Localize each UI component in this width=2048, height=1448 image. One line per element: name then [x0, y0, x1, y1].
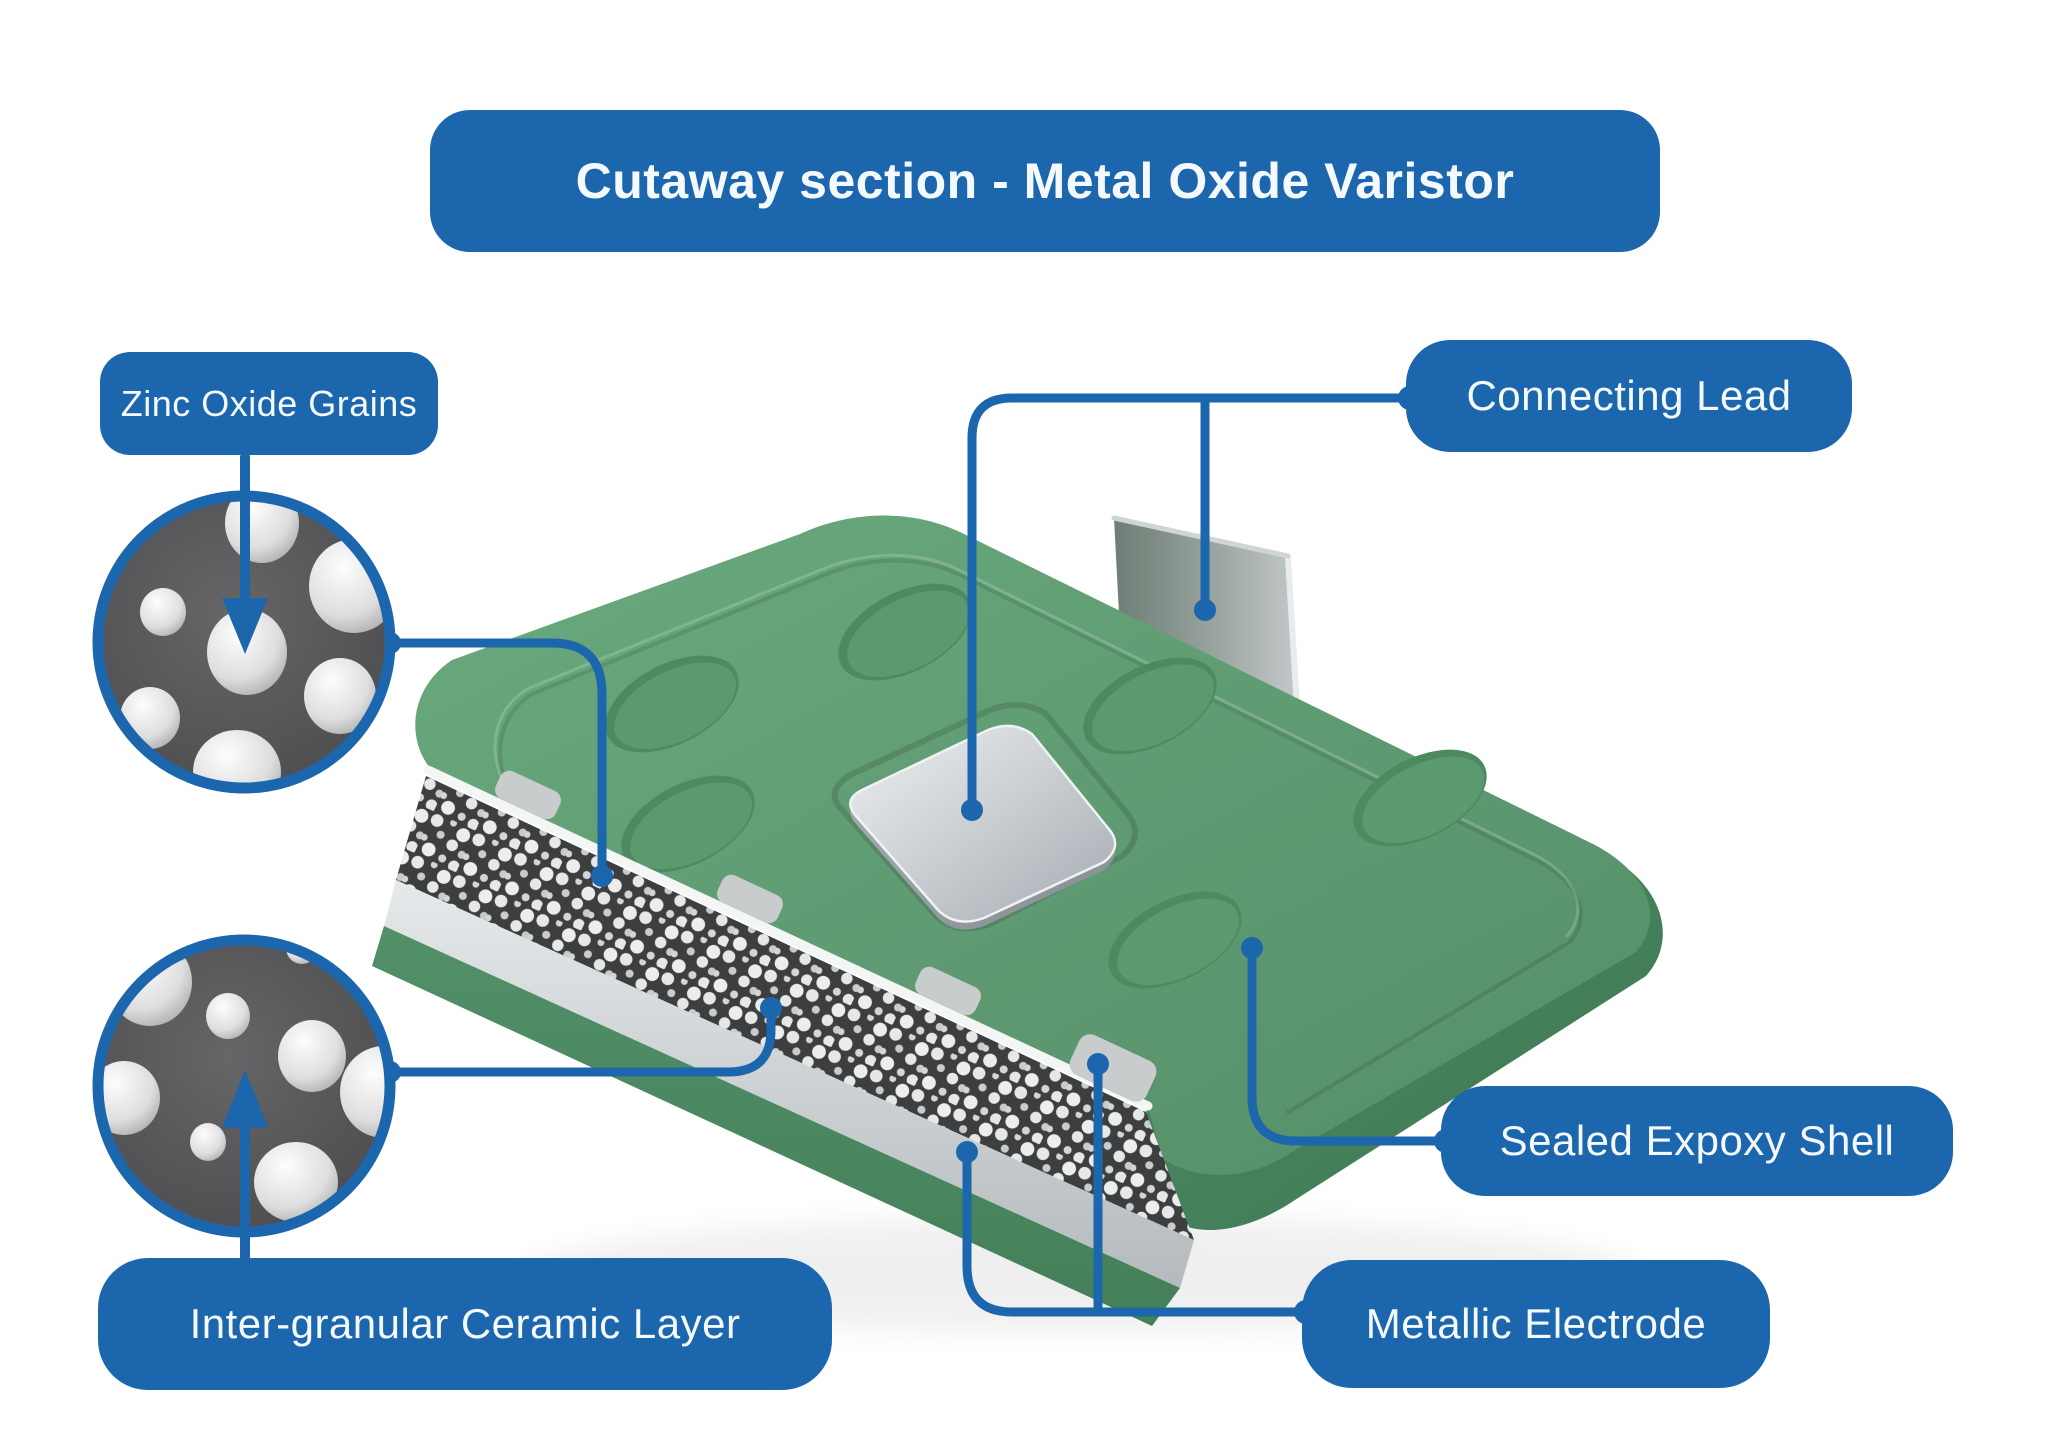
electrode-pads	[495, 770, 1157, 1102]
label-zinc-oxide-grains: Zinc Oxide Grains	[100, 352, 438, 455]
metallic-electrode-band	[384, 880, 1194, 1288]
top-electrode-line	[423, 765, 1153, 1111]
top-dimples	[605, 583, 1487, 989]
leader-lines	[385, 393, 1451, 1317]
inter-granular-ceramic-micrograph	[92, 934, 396, 1238]
label-inter-granular-ceramic-layer: Inter-granular Ceramic Layer	[98, 1258, 832, 1390]
cutaway-layers	[372, 765, 1194, 1326]
ceramic-layer-band	[396, 776, 1194, 1240]
label-connecting-lead: Connecting Lead	[1406, 340, 1852, 452]
diagram-title: Cutaway section - Metal Oxide Varistor	[430, 110, 1660, 252]
inset-arrows	[222, 452, 268, 1262]
epoxy-bottom-band	[372, 926, 1180, 1326]
label-metallic-electrode: Metallic Electrode	[1302, 1260, 1770, 1388]
top-ridge-highlight	[493, 553, 1580, 938]
top-metal-plate	[831, 701, 1138, 932]
label-sealed-expoxy-shell: Sealed Expoxy Shell	[1441, 1086, 1953, 1196]
top-ridge-groove	[498, 558, 1583, 1114]
